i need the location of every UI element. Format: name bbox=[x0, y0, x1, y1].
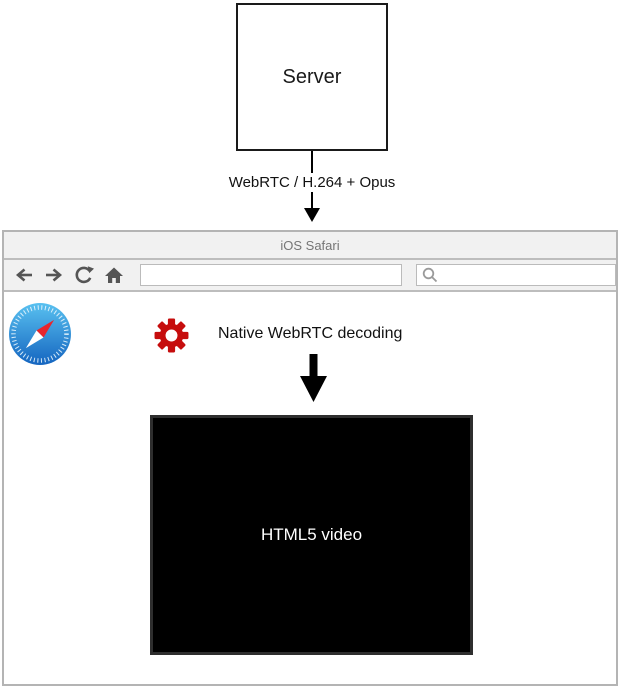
forward-arrow-icon bbox=[46, 268, 63, 282]
down-arrowhead-icon bbox=[304, 208, 320, 222]
address-bar-input[interactable] bbox=[140, 264, 402, 286]
browser-titlebar: iOS Safari bbox=[4, 232, 616, 260]
browser-content: Native WebRTC decoding HTML5 video bbox=[4, 292, 616, 684]
home-button[interactable] bbox=[104, 265, 124, 285]
thick-down-arrow-icon bbox=[300, 354, 327, 402]
server-box: Server bbox=[236, 3, 388, 151]
reload-icon bbox=[75, 266, 94, 284]
browser-window: iOS Safari bbox=[2, 230, 618, 686]
html5-video-player[interactable]: HTML5 video bbox=[150, 415, 473, 655]
browser-title: iOS Safari bbox=[280, 237, 340, 253]
search-input[interactable] bbox=[439, 266, 615, 284]
magnifier-icon bbox=[422, 267, 438, 283]
server-label: Server bbox=[282, 65, 342, 88]
browser-toolbar bbox=[4, 260, 616, 292]
gear-icon bbox=[154, 318, 189, 353]
home-icon bbox=[105, 267, 123, 283]
video-label: HTML5 video bbox=[260, 525, 363, 544]
safari-compass-icon bbox=[9, 303, 71, 365]
decoding-label: Native WebRTC decoding bbox=[218, 325, 403, 342]
reload-button[interactable] bbox=[74, 265, 94, 285]
back-arrow-icon bbox=[15, 268, 32, 282]
stream-protocol-label: WebRTC / H.264 + Opus bbox=[206, 173, 418, 192]
back-button[interactable] bbox=[14, 265, 34, 285]
search-field[interactable] bbox=[416, 264, 616, 286]
forward-button[interactable] bbox=[44, 265, 64, 285]
